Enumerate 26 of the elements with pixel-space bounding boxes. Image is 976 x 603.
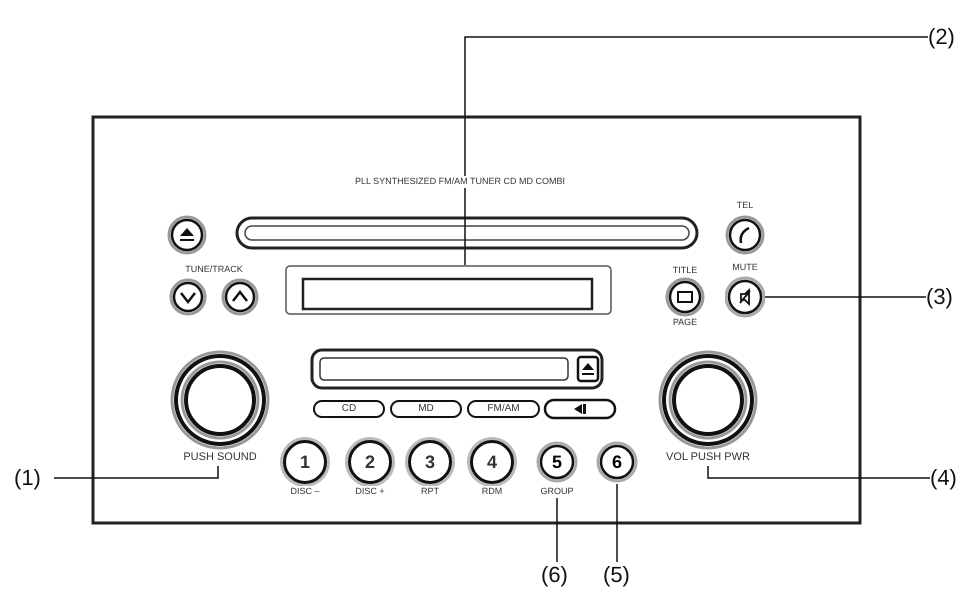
callout-number: (2) — [928, 24, 968, 50]
leader-line — [464, 36, 928, 265]
callout-number: (1) — [14, 465, 54, 491]
preset-button: 4 — [470, 440, 514, 484]
callout-number: (3) — [926, 284, 966, 310]
callout-number: (6) — [541, 562, 577, 588]
leader-line — [556, 498, 558, 562]
leader-line — [707, 466, 930, 479]
button-label: GROUP — [539, 486, 574, 498]
button-label: PUSH SOUND — [182, 451, 258, 463]
preset-button: 2 — [348, 440, 392, 484]
leader-line — [54, 466, 219, 479]
button-number: 6 — [610, 451, 623, 474]
button-label: VOL PUSH PWR — [665, 451, 751, 463]
button-label: MUTE — [731, 262, 759, 274]
leader-line — [765, 296, 926, 298]
preset-button: 3 — [408, 440, 452, 484]
mode-button: MD — [390, 400, 462, 418]
button-number: 5 — [550, 451, 563, 474]
mode-button: FM/AM — [467, 400, 540, 418]
mode-button: CD — [313, 400, 385, 418]
callout-number: (4) — [930, 465, 970, 491]
preset-button: 1 — [283, 440, 327, 484]
model-caption: PLL SYNTHESIZED FM/AM TUNER CD MD COMBI — [354, 176, 566, 188]
callout-number: (5) — [603, 562, 639, 588]
leader-line — [616, 484, 618, 562]
